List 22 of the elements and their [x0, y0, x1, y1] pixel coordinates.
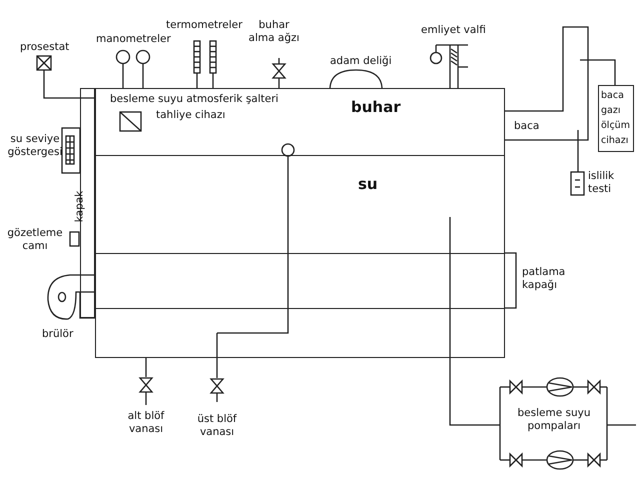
zone-label: buhar — [351, 100, 401, 115]
part-label: manometreler — [96, 33, 171, 46]
part-label: üst blöf vanası — [196, 413, 238, 439]
part-label: islilik testi — [588, 170, 616, 196]
part-label: emliyet valfi — [421, 24, 486, 37]
part-label: alt blöf vanası — [126, 410, 166, 436]
part-label: brülör — [42, 328, 74, 341]
zone-label: su — [358, 177, 378, 192]
part-label: kapak — [72, 190, 86, 222]
part-label: gözetleme camı — [6, 227, 64, 253]
part-label: baca — [514, 120, 540, 133]
part-label: besleme suyu atmosferik şalteri — [110, 93, 278, 106]
part-label: baca gazı ölçüm cihazı — [601, 89, 631, 148]
boiler-body — [95, 88, 505, 358]
part-label: adam deliği — [330, 55, 392, 68]
part-label: termometreler — [166, 19, 242, 32]
part-label: besleme suyu pompaları — [516, 407, 592, 433]
part-label: tahliye cihazı — [156, 109, 226, 122]
part-label: patlama kapağı — [522, 266, 566, 292]
part-label: prosestat — [20, 41, 70, 54]
part-label: su seviye göstergesi — [6, 133, 64, 159]
part-label: buhar alma ağzı — [248, 19, 300, 45]
